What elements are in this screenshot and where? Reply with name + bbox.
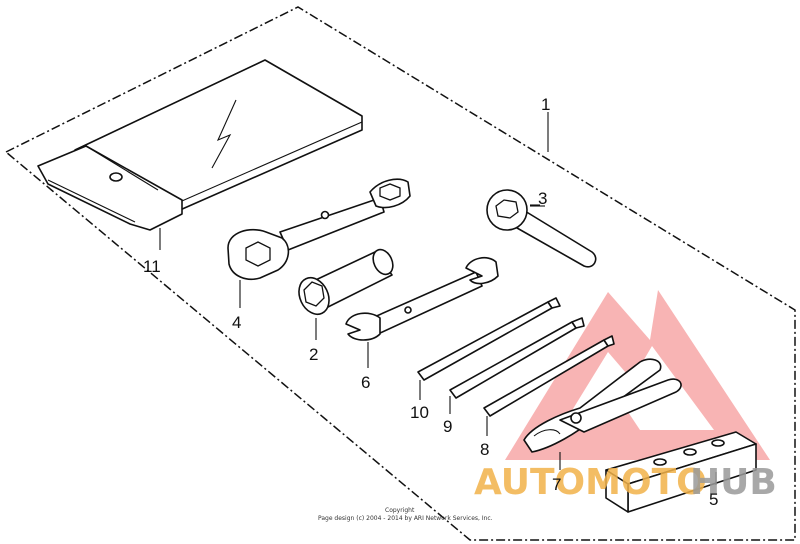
callout-9: 9 (443, 417, 452, 436)
screwdriver-handle-part (483, 335, 615, 436)
tool-tray-outline (4, 6, 796, 541)
callout-10: 10 (410, 403, 429, 422)
callout-11: 11 (143, 257, 161, 276)
copyright-line-2: Page design (c) 2004 - 2014 by ARI Netwo… (318, 515, 493, 522)
callout-3: 3 (538, 189, 547, 208)
callout-4: 4 (232, 313, 241, 332)
box-tool-part (605, 431, 757, 513)
combination-wrench-part (227, 178, 411, 308)
flat-screwdriver-part (417, 297, 561, 400)
tool-bag-part (37, 59, 363, 250)
watermark-brand-primary: AUTOMOTO (474, 462, 707, 503)
phillips-screwdriver-part (449, 317, 585, 414)
callout-8: 8 (480, 440, 489, 459)
callout-2: 2 (309, 345, 318, 364)
callout-6: 6 (361, 373, 370, 392)
round-spanner-part (486, 189, 597, 268)
callout-5: 5 (709, 490, 718, 509)
callout-7: 7 (552, 475, 561, 494)
pliers-part (523, 358, 682, 470)
watermark-brand-secondary: HUB (690, 462, 777, 503)
open-end-wrench-part (345, 256, 499, 368)
callout-1: 1 (541, 95, 550, 114)
socket-wrench-part (298, 248, 394, 340)
copyright-line-1: Copyright (385, 507, 415, 514)
